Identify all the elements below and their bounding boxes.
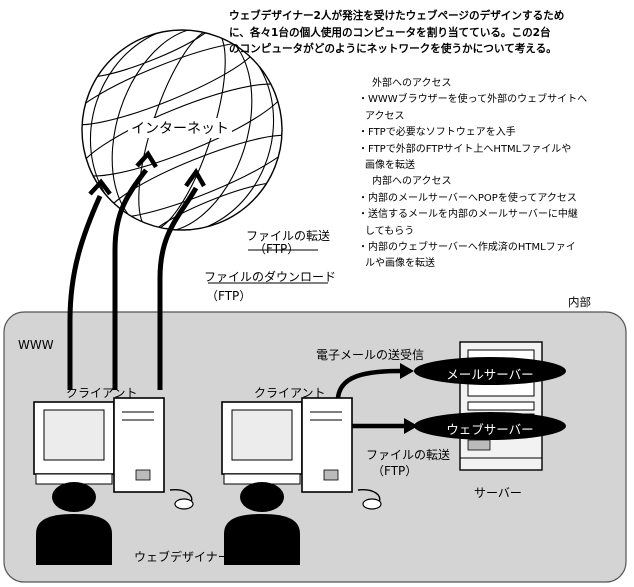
intro-line: に、各々1台の個人使用のコンピュータを割り当てている。この2台: [229, 26, 551, 39]
intro-text: ウェブデザイナー2人が発注を受けたウェブページのデザインするため に、各々1台の…: [229, 8, 629, 58]
note-item: ・FTPで必要なソフトウェアを入手: [358, 127, 516, 139]
mail-server-label: メールサーバー: [446, 367, 534, 382]
intro-line: ウェブデザイナー2人が発注を受けたウェブページのデザインするため: [229, 10, 565, 22]
designers-label: ウェブデザイナー: [134, 550, 230, 564]
download-protocol-label: （FTP）: [206, 289, 252, 303]
note-item: 画像を転送: [365, 160, 415, 172]
note-item: ・送信するメールを内部のメールサーバーに中継: [358, 209, 578, 221]
ftp-download-arrow: [112, 168, 148, 390]
external-access-title: 外部へのアクセス: [372, 78, 452, 89]
note-item: ルや画像を転送: [365, 258, 435, 270]
mail-server-oval: [414, 357, 566, 385]
internal-access-title: 内部へのアクセス: [372, 176, 452, 188]
intro-line: のコンピュータがどのようにネットワークを使うかについて考える。: [229, 43, 557, 55]
note-item: ・FTPで外部のFTPサイト上へHTMLファイルや: [358, 143, 572, 155]
note-item: してもらう: [365, 225, 415, 237]
client-label-2: クライアント: [254, 386, 326, 400]
server-label: サーバー: [474, 486, 522, 500]
client-computer-1: [33, 397, 194, 565]
note-item: ・WWWブラウザーを使って外部のウェブサイトへ: [358, 94, 588, 106]
upload-label: ファイルの転送: [246, 229, 331, 243]
www-arrow: [67, 194, 103, 390]
upload-protocol-label: （FTP）: [254, 242, 300, 256]
ftp-transfer-protocol-label: （FTP）: [372, 464, 418, 478]
internet-label: インターネット: [128, 118, 232, 138]
inside-label: 内部: [568, 295, 591, 309]
web-server-oval: [414, 412, 566, 440]
download-label: ファイルのダウンロード: [204, 270, 337, 284]
www-label: WWW: [18, 338, 54, 352]
web-server-label: ウェブサーバー: [446, 422, 534, 437]
note-item: ・内部のウェブサーバーへ作成済のHTMLファイ: [358, 242, 576, 254]
ftp-upload-arrow: [157, 186, 199, 390]
client-computer-2: [221, 397, 382, 565]
ftp-transfer-label: ファイルの転送: [366, 448, 451, 462]
note-item: アクセス: [365, 110, 405, 122]
email-arrow: [335, 368, 401, 399]
note-item: ・内部のメールサーバーへPOPを使ってアクセス: [358, 192, 577, 204]
www-arrows: [67, 168, 199, 390]
client-label-1: クライアント: [66, 386, 138, 400]
email-label: 電子メールの送受信: [316, 348, 425, 362]
access-notes: 外部へのアクセス ・WWWブラウザーを使って外部のウェブサイトへ アクセス ・F…: [358, 76, 632, 273]
